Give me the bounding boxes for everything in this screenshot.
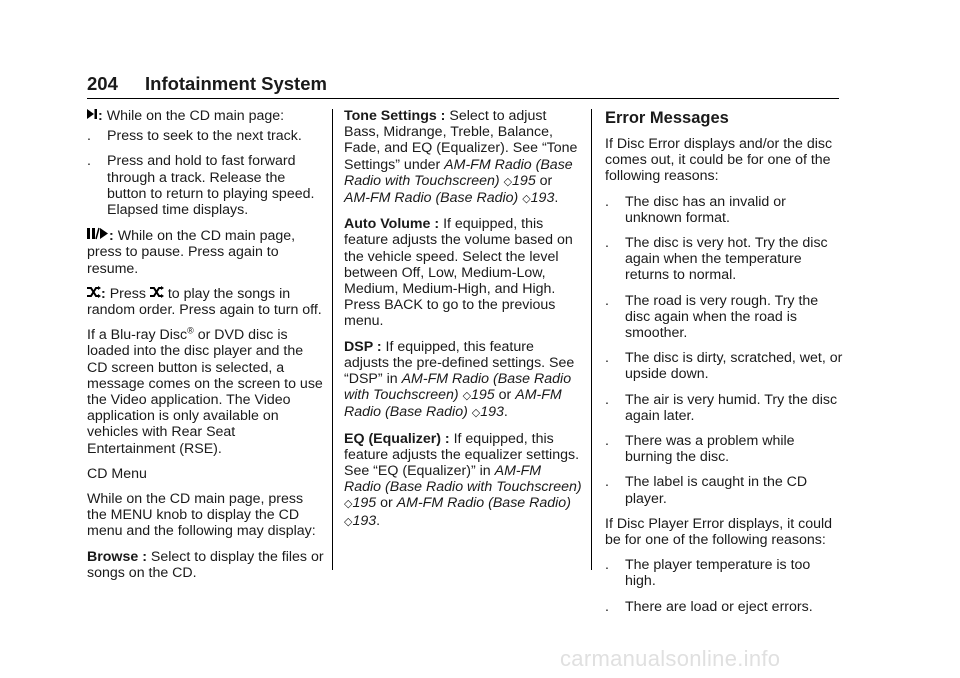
browse-term: Browse :	[87, 548, 147, 565]
shuffle-icon	[87, 285, 101, 302]
play-pause-icon	[87, 227, 109, 244]
shuffle-icon	[149, 285, 164, 302]
list-item: .Press to seek to the next track.	[87, 128, 302, 145]
eq-term: EQ (Equalizer) :	[344, 430, 450, 447]
play-pause-text: While on the CD main page, press to paus…	[87, 228, 296, 277]
list-item: .The air is very humid. Try the disc aga…	[605, 391, 838, 424]
dsp-term: DSP :	[344, 338, 382, 355]
list-item: .There was a problem while burning the d…	[605, 433, 795, 466]
page-number: 204	[87, 73, 118, 94]
list-item: .The road is very rough. Try the disc ag…	[605, 292, 819, 342]
bluray-paragraph: If a Blu-ray Disc® or DVD disc is loaded…	[87, 325, 323, 457]
cross-reference[interactable]: AM-FM Radio (Base Radio)	[344, 190, 519, 207]
auto-volume-paragraph: Auto Volume : If equipped, this feature …	[344, 216, 573, 330]
page-ref-icon: ◇	[344, 498, 353, 511]
tone-settings-term: Tone Settings :	[344, 108, 446, 124]
auto-volume-term: Auto Volume :	[344, 216, 440, 233]
next-track-label: While on the CD main page:	[106, 108, 285, 124]
section-title: Infotainment System	[145, 73, 327, 94]
cd-menu-heading: CD Menu	[87, 465, 147, 482]
page-ref-icon: ◇	[471, 407, 481, 420]
next-track-paragraph: : While on the CD main page:	[87, 108, 325, 124]
page-ref-icon: ◇	[344, 515, 353, 528]
disc-error-intro: If Disc Error displays and/or the disc c…	[605, 136, 833, 185]
page-ref-icon: ◇	[503, 175, 513, 188]
tone-settings-paragraph: Tone Settings : Select to adjust Bass, M…	[344, 108, 578, 207]
list-item: .There are load or eject errors.	[605, 598, 813, 615]
cd-menu-paragraph: While on the CD main page, press the MEN…	[87, 491, 316, 540]
list-item: .The disc is very hot. Try the disc agai…	[605, 235, 828, 284]
cross-reference[interactable]: AM-FM Radio (Base Radio)	[344, 387, 562, 421]
middle-column: Tone Settings : Select to adjust Bass, M…	[344, 108, 582, 539]
list-item: .The player temperature is too high.	[605, 557, 811, 590]
list-item: .The disc is dirty, scratched, wet, or u…	[605, 350, 843, 383]
shuffle-text-post: to play the songs in random order. Press…	[87, 285, 322, 319]
page-ref-icon: ◇	[462, 390, 472, 403]
cross-reference[interactable]: AM-FM Radio (Base Radio with Touchscreen…	[344, 463, 582, 496]
list-item: .Press and hold to fast forward through …	[87, 153, 315, 219]
registered-mark: ®	[187, 325, 194, 336]
left-column: : While on the CD main page: .Press to s…	[87, 108, 325, 590]
column-divider	[332, 109, 333, 570]
column-divider	[591, 109, 592, 570]
page-ref-icon: ◇	[522, 193, 531, 206]
watermark-text: carmanualsonline.info	[560, 646, 781, 671]
dsp-paragraph: DSP : If equipped, this feature adjusts …	[344, 338, 575, 421]
cross-reference[interactable]: AM-FM Radio (Base Radio with Touchscreen…	[344, 156, 573, 189]
shuffle-paragraph: : Press to play the songs in random orde…	[87, 285, 322, 319]
play-pause-paragraph: : While on the CD main page, press to pa…	[87, 227, 296, 277]
list-item: .The disc has an invalid or unknown form…	[605, 193, 786, 226]
error-messages-heading: Error Messages	[605, 109, 729, 127]
player-error-intro: If Disc Player Error displays, it could …	[605, 515, 833, 549]
shuffle-text-pre: Press	[109, 285, 146, 302]
page-header: 204 Infotainment System	[87, 72, 839, 99]
browse-paragraph: Browse : Select to display the files or …	[87, 548, 324, 581]
list-item: .The label is caught in the CD player.	[605, 474, 808, 507]
cross-reference[interactable]: AM-FM Radio (Base Radio)	[396, 495, 571, 512]
cross-reference[interactable]: AM-FM Radio (Base Radio with Touchscreen…	[344, 371, 572, 404]
right-column: Error Messages If Disc Error displays an…	[605, 108, 843, 624]
next-track-icon	[87, 108, 98, 124]
watermark: carmanualsonline.info	[560, 646, 940, 671]
eq-paragraph: EQ (Equalizer) : If equipped, this featu…	[344, 430, 582, 529]
